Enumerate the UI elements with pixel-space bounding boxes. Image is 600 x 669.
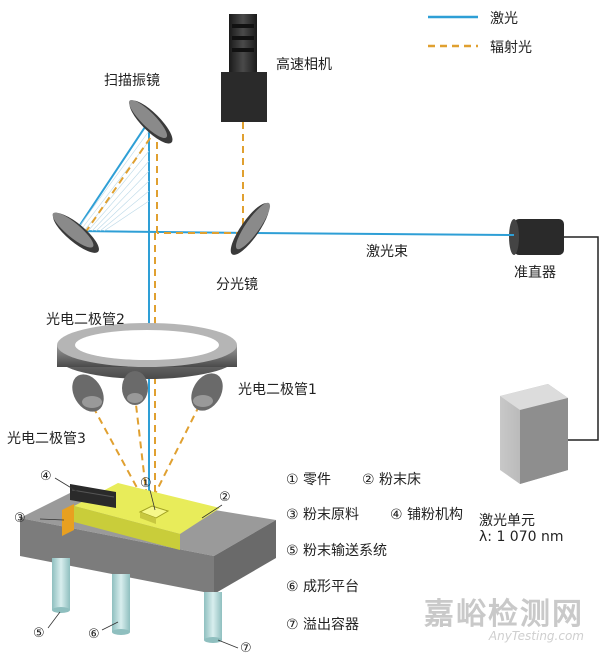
watermark-cn: 嘉峪检测网 — [424, 597, 584, 632]
laser-unit-box — [500, 384, 568, 484]
callout-4: ④ — [40, 469, 52, 484]
callout-3: ③ — [14, 511, 26, 526]
label-laser-beam: 激光束 — [366, 244, 408, 260]
label-high-speed-camera: 高速相机 — [276, 57, 332, 73]
callout-6: ⑥ — [88, 627, 100, 642]
label-photodiode-1: 光电二极管1 — [238, 382, 317, 398]
watermark-en: AnyTesting.com — [488, 629, 584, 643]
callout-1: ① — [140, 476, 152, 491]
label-laser-unit: 激光单元 — [479, 513, 535, 529]
laser-beam-to-galvo — [75, 120, 150, 232]
beam-splitter — [230, 202, 271, 255]
fiber-cable — [564, 236, 599, 441]
collimator — [509, 219, 564, 255]
parts-item-3: ③ 粉末原料 — [286, 507, 360, 523]
photodiode-3 — [72, 374, 104, 412]
parts-item-5: ⑤ 粉末输送系统 — [286, 543, 388, 559]
parts-item-2: ② 粉末床 — [362, 472, 422, 488]
label-photodiode-2: 光电二极管2 — [46, 312, 125, 328]
parts-item-4: ④ 铺粉机构 — [390, 507, 464, 523]
photodiode-1 — [191, 373, 223, 411]
high-speed-camera — [221, 14, 267, 122]
label-scanning-galvanometer: 扫描振镜 — [104, 73, 160, 89]
scan-fan — [75, 130, 150, 232]
photodiode-2 — [122, 371, 148, 405]
callout-leaders — [39, 477, 239, 649]
label-wavelength: λ: 1 070 nm — [479, 529, 564, 545]
photodiode-ring — [57, 323, 237, 379]
label-collimator: 准直器 — [514, 265, 556, 281]
parts-item-6: ⑥ 成形平台 — [286, 579, 360, 595]
platform-legs — [52, 558, 222, 643]
galvo-mirror — [128, 99, 173, 144]
recoater — [70, 484, 116, 508]
powder-feedstock — [62, 504, 74, 536]
parts-item-7: ⑦ 溢出容器 — [286, 617, 360, 633]
watermark: 嘉峪检测网 AnyTesting.com — [424, 589, 584, 643]
legend-radiation-label: 辐射光 — [490, 40, 532, 56]
label-photodiode-3: 光电二极管3 — [7, 431, 86, 447]
callout-2: ② — [219, 490, 231, 505]
laser-beam-main — [251, 232, 515, 236]
part — [138, 505, 170, 524]
callout-7: ⑦ — [240, 641, 252, 656]
parts-item-1: ① 零件 — [286, 472, 332, 488]
label-beam-splitter: 分光镜 — [216, 277, 258, 293]
left-mirror — [52, 212, 99, 253]
callout-5: ⑤ — [33, 626, 45, 641]
legend-laser-label: 激光 — [490, 11, 518, 27]
